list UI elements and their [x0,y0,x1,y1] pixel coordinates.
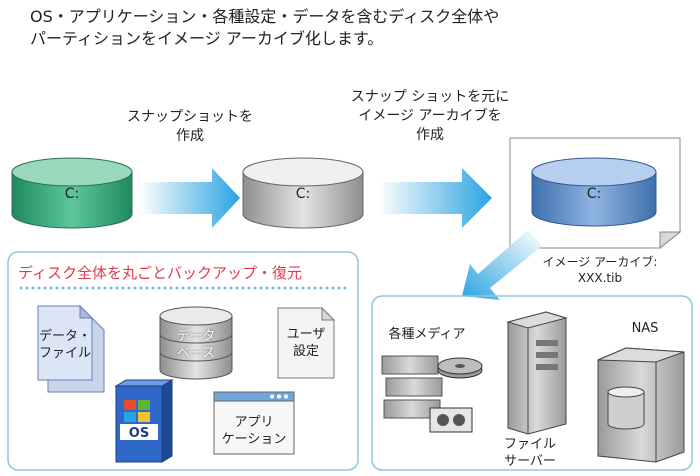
snapshot-drive-label: C: [295,186,311,202]
source-drive-label: C: [64,186,80,202]
step-label-archive: スナップ ショットを元に イメージ アーカイブを 作成 [350,89,510,143]
os-label: OS [128,426,150,441]
intro-line-1: OS・アプリケーション・各種設定・データを含むディスク全体や [30,7,500,26]
source-drive [11,157,133,229]
nas-label: NAS [631,321,659,336]
user-settings-label: ユーザ 設定 [286,327,326,359]
arrow-down-left-icon [462,230,542,300]
user-settings-icon [277,306,336,379]
database-label: データ ベース [176,329,216,361]
data-file-label: データ・ ファイル [38,329,91,361]
nas-icon [597,347,685,463]
backup-panel [7,251,359,471]
archive-drive-label: C: [586,186,602,202]
intro-text: OS・アプリケーション・各種設定・データを含むディスク全体や パーティションをイ… [30,6,670,50]
media-stack-icon [381,355,483,433]
intro-line-2: パーティションをイメージ アーカイブ化します。 [30,29,384,48]
archive-caption: イメージ アーカイブ: XXX.tib [542,255,658,285]
application-window-icon [213,391,295,455]
data-file-icon [37,304,105,393]
arrow-right-icon [378,168,492,228]
media-label: 各種メディア [388,327,466,342]
arrow-right-icon [140,168,240,228]
archive-drive [531,157,657,227]
storage-panel [371,295,693,471]
snapshot-drive [242,157,364,229]
file-server-label: ファイル サーバー [503,437,556,469]
application-label: アプリ ケーション [221,415,287,447]
os-box-icon [114,379,174,463]
step-label-snapshot: スナップショットを 作成 [127,109,253,144]
backup-panel-title: ディスク全体を丸ごとバックアップ・復元 [18,264,302,282]
title-divider [18,286,350,290]
database-icon [159,306,233,380]
file-server-icon [506,311,568,435]
